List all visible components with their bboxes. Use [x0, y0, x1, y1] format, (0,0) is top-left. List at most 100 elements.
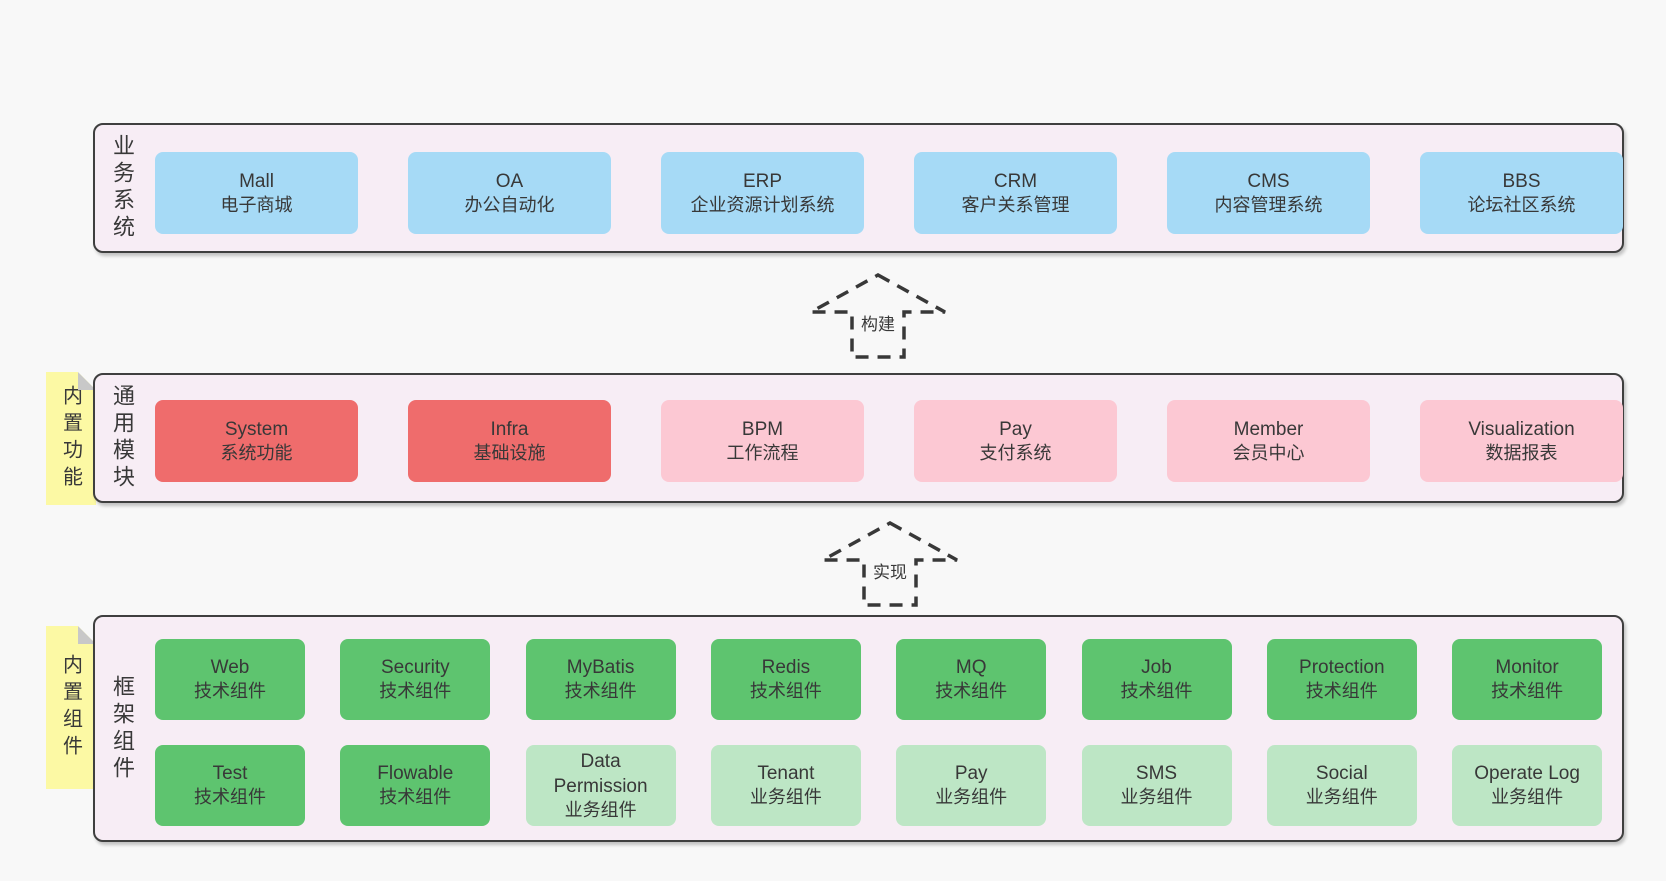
- box-subtitle: 业务组件: [935, 787, 1008, 808]
- panel-side-label: 业务系统: [110, 134, 135, 242]
- box-subtitle: 业务组件: [749, 787, 822, 808]
- box-subtitle: 技术组件: [749, 681, 822, 702]
- box-subtitle: 技术组件: [194, 787, 266, 808]
- box-subtitle: 工作流程: [726, 442, 799, 463]
- box-subtitle: 数据报表: [1485, 442, 1558, 463]
- box-title: ERP: [742, 170, 783, 192]
- box-subtitle: 内容管理系统: [1214, 194, 1323, 215]
- panel-side-label: 通用模块: [110, 384, 135, 492]
- box-subtitle: 技术组件: [379, 681, 452, 702]
- box-subtitle: 业务组件: [1120, 787, 1193, 808]
- box-title: Security: [380, 657, 450, 679]
- box-subtitle: 业务组件: [1491, 787, 1564, 808]
- box-subtitle: 电子商城: [220, 194, 293, 215]
- box-title: MyBatis: [566, 657, 635, 679]
- box-title: Infra: [490, 418, 529, 440]
- box-subtitle: 技术组件: [1491, 681, 1564, 702]
- box-subtitle: 技术组件: [564, 681, 637, 702]
- box-subtitle: 技术组件: [1120, 681, 1193, 702]
- box-title: Operate Log: [1474, 763, 1580, 785]
- box-title: System: [224, 418, 289, 440]
- up-arrow-icon: [822, 521, 958, 607]
- dashed-up-arrow-implement: 实现: [820, 520, 960, 608]
- box-title: CRM: [993, 170, 1038, 192]
- box-subtitle: 技术组件: [1305, 681, 1378, 702]
- box-subtitle: 客户关系管理: [961, 194, 1070, 215]
- box-title: Pay: [954, 763, 988, 785]
- box-title: Tenant: [757, 763, 815, 785]
- box-title: Web: [210, 657, 250, 679]
- box-subtitle: 企业资源计划系统: [690, 194, 835, 215]
- box-title: BPM: [741, 418, 784, 440]
- box-title: Member: [1233, 418, 1304, 440]
- box-title: MQ: [955, 657, 987, 679]
- box-title: OA: [495, 170, 524, 192]
- box-title: Monitor: [1495, 657, 1559, 679]
- box-subtitle: 系统功能: [220, 442, 293, 463]
- box-subtitle: 技术组件: [935, 681, 1008, 702]
- box-subtitle: 论坛社区系统: [1467, 194, 1576, 215]
- box-title: CMS: [1247, 170, 1290, 192]
- box-subtitle: 技术组件: [379, 787, 452, 808]
- box-title: Test: [212, 763, 248, 785]
- box-title: Redis: [761, 657, 811, 679]
- box-subtitle: 支付系统: [979, 442, 1052, 463]
- box-subtitle: 业务组件: [1305, 787, 1378, 808]
- box-subtitle: 会员中心: [1232, 442, 1305, 463]
- box-subtitle: 业务组件: [564, 799, 637, 820]
- box-subtitle: 办公自动化: [464, 194, 555, 215]
- up-arrow-icon: [810, 273, 946, 359]
- box-subtitle: 基础设施: [473, 442, 546, 463]
- box-title: Protection: [1299, 657, 1385, 679]
- sticky-note-built-in-features: 内置功能: [46, 372, 96, 505]
- box-subtitle: 技术组件: [194, 681, 266, 702]
- sticky-note-label: 内置组件: [59, 653, 82, 762]
- box-title: Data Permission: [553, 750, 648, 797]
- box-title: Mall: [239, 170, 274, 192]
- sticky-note-built-in-components: 内置组件: [46, 626, 96, 789]
- box-title: Pay: [999, 418, 1032, 440]
- dashed-up-arrow-build: 构建: [808, 272, 948, 360]
- arrow-label-build: 构建: [857, 310, 899, 335]
- panel-side-label: 框架组件: [110, 674, 135, 783]
- box-title: Job: [1141, 657, 1172, 679]
- box-title: BBS: [1502, 170, 1541, 192]
- arrow-label-implement: 实现: [869, 558, 911, 583]
- box-title: Visualization: [1468, 418, 1575, 440]
- box-title: Social: [1315, 763, 1368, 785]
- sticky-note-label: 内置功能: [59, 384, 82, 493]
- box-title: SMS: [1135, 763, 1178, 785]
